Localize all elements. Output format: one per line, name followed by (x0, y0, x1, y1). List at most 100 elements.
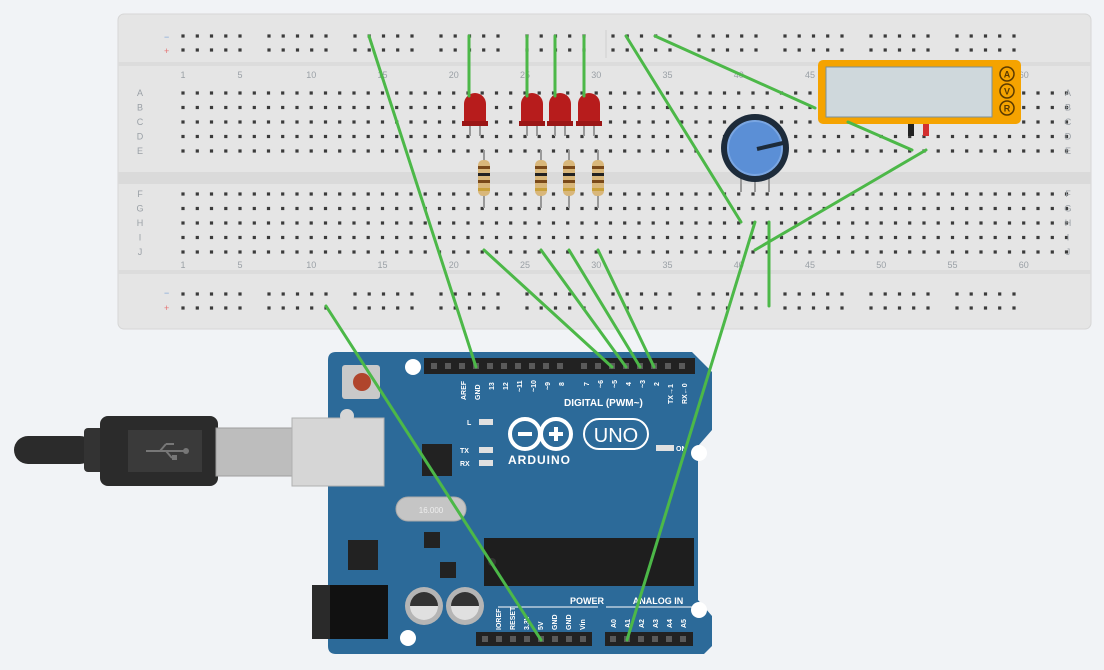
breadboard-hole[interactable] (409, 120, 413, 124)
breadboard-hole[interactable] (494, 134, 499, 139)
breadboard-hole[interactable] (694, 235, 698, 240)
breadboard-hole[interactable] (765, 91, 769, 95)
breadboard-hole[interactable] (1064, 120, 1069, 124)
breadboard-hole[interactable] (751, 250, 755, 254)
breadboard-hole[interactable] (323, 235, 328, 240)
breadboard-hole[interactable] (224, 221, 228, 225)
breadboard-hole[interactable] (195, 221, 199, 225)
rail-hole[interactable] (639, 292, 644, 296)
breadboard-hole[interactable] (893, 134, 898, 139)
rail-hole[interactable] (582, 292, 586, 296)
breadboard-hole[interactable] (965, 192, 969, 196)
breadboard-hole[interactable] (993, 192, 997, 196)
rail-hole[interactable] (310, 34, 314, 38)
header-pin[interactable] (431, 363, 437, 369)
rail-hole[interactable] (410, 292, 414, 296)
rail-hole[interactable] (625, 48, 629, 52)
rail-hole[interactable] (783, 306, 787, 310)
rail-hole[interactable] (998, 48, 1002, 52)
breadboard-hole[interactable] (993, 250, 997, 254)
breadboard-hole[interactable] (708, 134, 712, 139)
breadboard-hole[interactable] (366, 91, 370, 95)
rail-hole[interactable] (883, 48, 887, 52)
breadboard-hole[interactable] (794, 235, 798, 240)
breadboard-hole[interactable] (879, 149, 883, 153)
rail-hole[interactable] (410, 34, 414, 38)
breadboard-hole[interactable] (922, 221, 926, 225)
breadboard-hole[interactable] (466, 149, 470, 153)
breadboard-hole[interactable] (722, 235, 727, 240)
rail-hole[interactable] (725, 292, 730, 296)
breadboard-hole[interactable] (409, 149, 413, 153)
breadboard-hole[interactable] (209, 91, 214, 95)
breadboard-hole[interactable] (509, 149, 513, 153)
breadboard-hole[interactable] (437, 91, 442, 95)
breadboard-hole[interactable] (1007, 221, 1012, 225)
breadboard-hole[interactable] (523, 149, 527, 153)
breadboard-hole[interactable] (965, 206, 969, 211)
breadboard-hole[interactable] (380, 134, 385, 139)
breadboard-hole[interactable] (480, 149, 484, 153)
breadboard-hole[interactable] (765, 206, 769, 211)
breadboard-hole[interactable] (409, 221, 413, 225)
header-pin[interactable] (557, 363, 563, 369)
breadboard-hole[interactable] (580, 134, 584, 139)
breadboard-hole[interactable] (950, 206, 955, 211)
breadboard-hole[interactable] (295, 250, 299, 254)
breadboard-hole[interactable] (594, 235, 598, 240)
breadboard-hole[interactable] (765, 105, 769, 110)
rail-hole[interactable] (869, 292, 873, 296)
rail-hole[interactable] (668, 306, 672, 310)
wire-rail-to-multimeter[interactable] (653, 34, 817, 110)
rail-hole[interactable] (654, 48, 658, 52)
rail-hole[interactable] (754, 306, 758, 310)
breadboard-hole[interactable] (808, 105, 812, 110)
breadboard-hole[interactable] (1050, 120, 1054, 124)
rail-hole[interactable] (711, 292, 715, 296)
breadboard-hole[interactable] (580, 221, 584, 225)
breadboard-hole[interactable] (1064, 221, 1069, 225)
breadboard-hole[interactable] (509, 120, 513, 124)
breadboard-hole[interactable] (281, 206, 285, 211)
rail-hole[interactable] (955, 34, 959, 38)
breadboard-hole[interactable] (779, 192, 784, 196)
breadboard-hole[interactable] (551, 134, 556, 139)
breadboard-hole[interactable] (680, 250, 684, 254)
breadboard-hole[interactable] (366, 192, 370, 196)
breadboard-hole[interactable] (722, 91, 727, 95)
breadboard-hole[interactable] (452, 149, 456, 153)
breadboard-hole[interactable] (694, 206, 698, 211)
breadboard-hole[interactable] (437, 120, 442, 124)
breadboard-hole[interactable] (266, 120, 271, 124)
breadboard-hole[interactable] (380, 192, 385, 196)
rail-hole[interactable] (195, 292, 199, 296)
rail-hole[interactable] (568, 292, 572, 296)
breadboard-hole[interactable] (523, 192, 527, 196)
rail-hole[interactable] (926, 292, 930, 296)
header-pin[interactable] (552, 636, 558, 642)
breadboard-hole[interactable] (295, 105, 299, 110)
header-pin[interactable] (610, 636, 616, 642)
breadboard-hole[interactable] (808, 221, 812, 225)
breadboard-hole[interactable] (808, 149, 812, 153)
breadboard-hole[interactable] (722, 206, 727, 211)
breadboard-hole[interactable] (366, 134, 370, 139)
rail-hole[interactable] (797, 292, 801, 296)
breadboard-hole[interactable] (936, 206, 940, 211)
breadboard-hole[interactable] (551, 235, 556, 240)
breadboard-hole[interactable] (680, 149, 684, 153)
resistor-4[interactable] (592, 150, 604, 208)
led-2[interactable] (519, 93, 545, 136)
breadboard-hole[interactable] (195, 149, 199, 153)
rail-hole[interactable] (639, 34, 644, 38)
breadboard-hole[interactable] (1036, 235, 1040, 240)
rail-hole[interactable] (439, 48, 443, 52)
breadboard-hole[interactable] (708, 250, 712, 254)
breadboard-hole[interactable] (352, 192, 356, 196)
breadboard-hole[interactable] (323, 134, 328, 139)
breadboard-hole[interactable] (566, 221, 570, 225)
rail-hole[interactable] (496, 306, 500, 310)
breadboard-hole[interactable] (409, 235, 413, 240)
breadboard-hole[interactable] (338, 91, 342, 95)
rail-hole[interactable] (754, 34, 758, 38)
